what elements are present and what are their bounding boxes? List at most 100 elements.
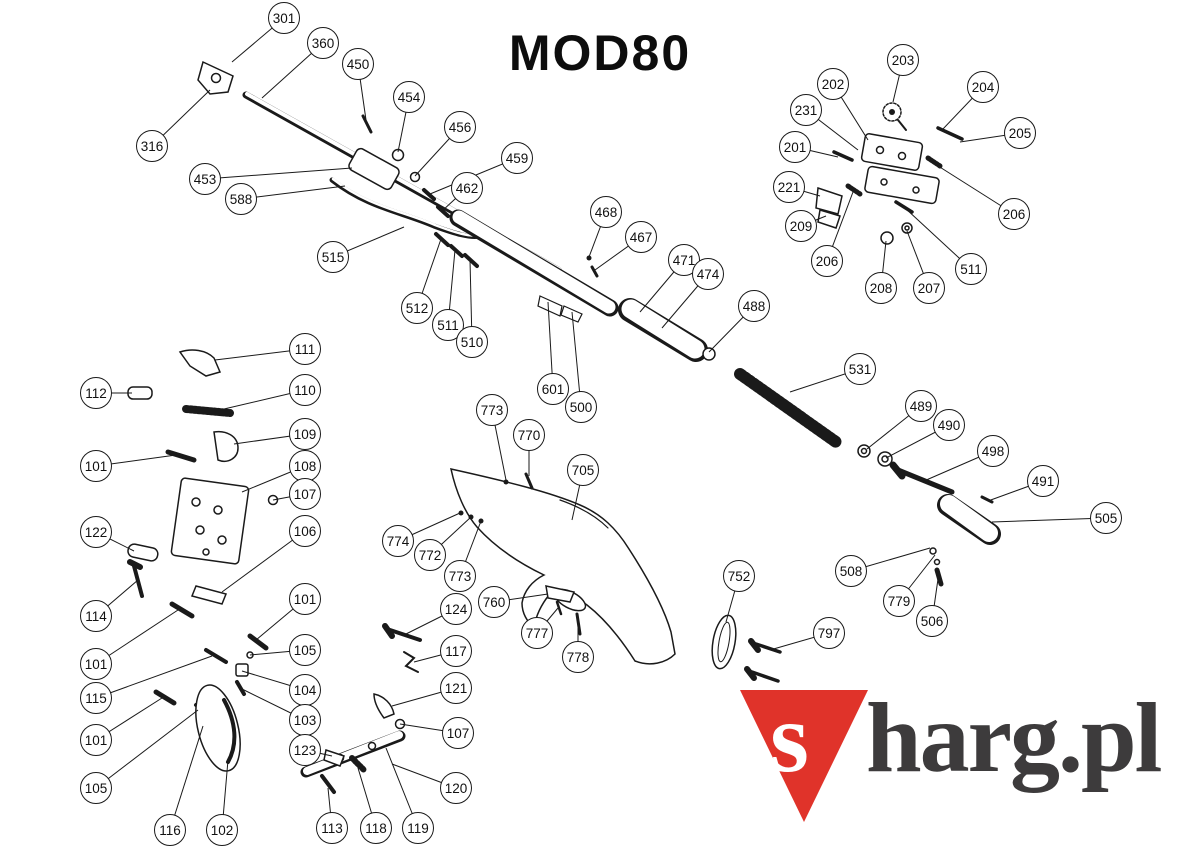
callout-490: 490	[933, 409, 965, 441]
callout-206: 206	[998, 198, 1030, 230]
callout-101: 101	[80, 724, 112, 756]
callout-202: 202	[817, 68, 849, 100]
callout-705: 705	[567, 454, 599, 486]
callout-102: 102	[206, 814, 238, 846]
logo-triangle-shape	[740, 690, 868, 822]
leader-line-453	[204, 167, 353, 180]
callout-316: 316	[136, 130, 168, 162]
callout-450: 450	[342, 48, 374, 80]
callout-467: 467	[625, 221, 657, 253]
callout-515: 515	[317, 241, 349, 273]
callout-511: 511	[955, 253, 987, 285]
callout-205: 205	[1004, 117, 1036, 149]
leader-line-106	[221, 530, 306, 593]
leader-line-588	[240, 185, 346, 200]
callout-118: 118	[360, 812, 392, 844]
callout-489: 489	[905, 390, 937, 422]
logo-letter-s: s	[770, 682, 809, 793]
callout-201: 201	[779, 131, 811, 163]
callout-101: 101	[80, 648, 112, 680]
callout-106: 106	[289, 515, 321, 547]
callout-773: 773	[476, 394, 508, 426]
callout-510: 510	[456, 326, 488, 358]
callout-208: 208	[865, 272, 897, 304]
callout-508: 508	[835, 555, 867, 587]
callout-773: 773	[444, 560, 476, 592]
logo: s harg.pl	[740, 686, 1200, 836]
callout-301: 301	[268, 2, 300, 34]
callout-512: 512	[401, 292, 433, 324]
stock-bolts-illustration	[744, 638, 782, 683]
callout-117: 117	[440, 635, 472, 667]
callout-101: 101	[289, 583, 321, 615]
callout-109: 109	[289, 418, 321, 450]
callout-122: 122	[80, 516, 112, 548]
logo-triangle	[740, 690, 868, 822]
callout-124: 124	[440, 593, 472, 625]
callout-110: 110	[289, 374, 321, 406]
callout-112: 112	[80, 377, 112, 409]
compression-cylinder-illustration	[618, 298, 716, 362]
callout-531: 531	[844, 353, 876, 385]
callout-123: 123	[289, 734, 321, 766]
callout-115: 115	[80, 682, 112, 714]
callout-360: 360	[307, 27, 339, 59]
callout-108: 108	[289, 450, 321, 482]
receiver-tube-illustration	[449, 209, 619, 323]
callout-506: 506	[916, 605, 948, 637]
leader-line-505	[991, 517, 1107, 523]
callout-113: 113	[316, 812, 348, 844]
callout-119: 119	[402, 812, 434, 844]
callout-231: 231	[790, 94, 822, 126]
callout-207: 207	[913, 272, 945, 304]
callout-454: 454	[393, 81, 425, 113]
callout-459: 459	[501, 142, 533, 174]
callout-107: 107	[289, 478, 321, 510]
leader-line-105	[95, 709, 199, 789]
callout-116: 116	[154, 814, 186, 846]
callout-206: 206	[811, 245, 843, 277]
front-sight-illustration	[197, 60, 234, 95]
callout-456: 456	[444, 111, 476, 143]
piston-illustration	[857, 444, 1001, 587]
callout-121: 121	[440, 672, 472, 704]
callout-498: 498	[977, 435, 1009, 467]
callout-114: 114	[80, 600, 112, 632]
callout-500: 500	[565, 391, 597, 423]
callout-491: 491	[1027, 465, 1059, 497]
callout-778: 778	[562, 641, 594, 673]
callout-209: 209	[785, 210, 817, 242]
callout-752: 752	[723, 560, 755, 592]
rear-sight-illustration	[815, 102, 964, 245]
callout-474: 474	[692, 258, 724, 290]
callout-770: 770	[513, 419, 545, 451]
callout-462: 462	[451, 172, 483, 204]
callout-204: 204	[967, 71, 999, 103]
callout-601: 601	[537, 373, 569, 405]
callout-760: 760	[478, 586, 510, 618]
callout-203: 203	[887, 44, 919, 76]
callout-105: 105	[289, 634, 321, 666]
parts-illustrations	[127, 60, 1001, 794]
callout-588: 588	[225, 183, 257, 215]
callout-105: 105	[80, 772, 112, 804]
callout-104: 104	[289, 674, 321, 706]
leader-line-116	[169, 725, 204, 831]
callout-505: 505	[1090, 502, 1122, 534]
callout-468: 468	[590, 196, 622, 228]
callout-777: 777	[521, 617, 553, 649]
callout-120: 120	[440, 772, 472, 804]
callout-797: 797	[813, 617, 845, 649]
logo-text: harg.pl	[866, 682, 1162, 793]
callout-453: 453	[189, 163, 221, 195]
mainspring-illustration	[734, 368, 842, 448]
callout-111: 111	[289, 333, 321, 365]
diagram-title: MOD80	[508, 25, 692, 81]
callout-101: 101	[80, 450, 112, 482]
callout-488: 488	[738, 290, 770, 322]
cocking-lever-illustration	[329, 177, 483, 268]
leader-line-115	[95, 655, 213, 699]
butt-pad-illustration	[711, 614, 737, 670]
